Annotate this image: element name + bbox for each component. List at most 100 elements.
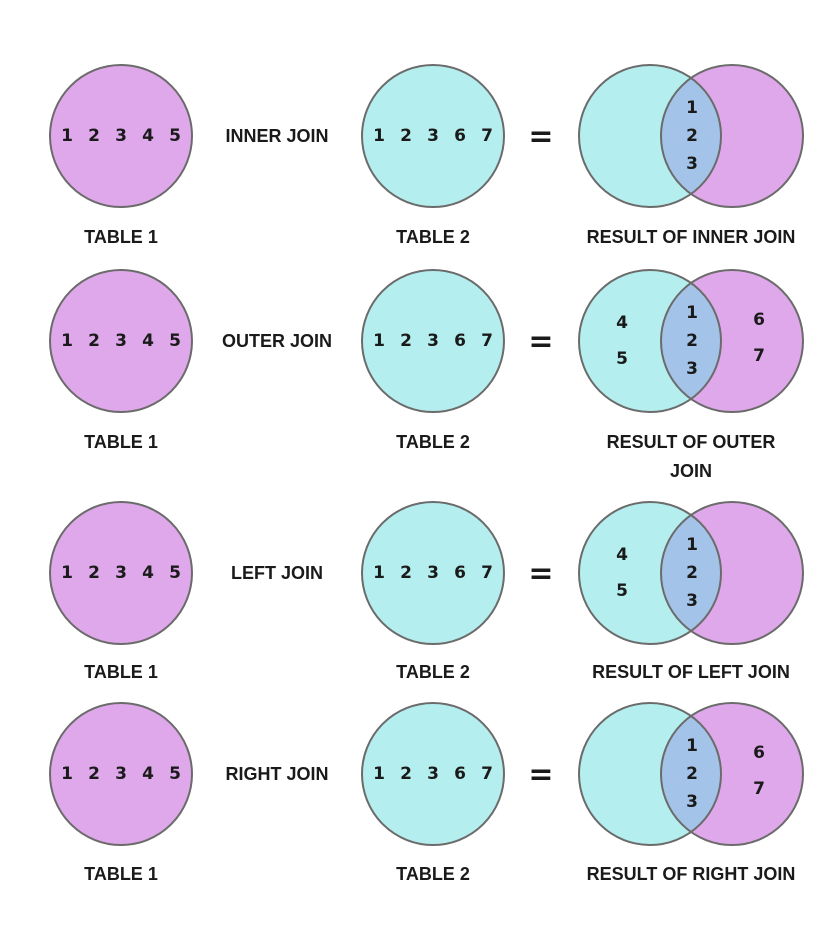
table2-value: 7 bbox=[481, 331, 493, 351]
equals-sign: = bbox=[528, 325, 553, 360]
join-type-label: LEFT JOIN bbox=[231, 563, 323, 583]
table2-label: TABLE 2 bbox=[396, 432, 470, 452]
result-overlap-value: 3 bbox=[686, 792, 698, 812]
table2-value: 3 bbox=[427, 563, 439, 583]
result-right-value: 7 bbox=[753, 779, 765, 799]
result-overlap-value: 3 bbox=[686, 154, 698, 174]
result-label: JOIN bbox=[670, 461, 712, 481]
table2-value: 7 bbox=[481, 764, 493, 784]
table2-value: 3 bbox=[427, 126, 439, 146]
table1-circle bbox=[49, 702, 193, 846]
table2-value: 3 bbox=[427, 764, 439, 784]
result-left-value: 4 bbox=[616, 545, 628, 565]
table2-circle bbox=[361, 64, 505, 208]
table1-value: 1 bbox=[61, 331, 73, 351]
result-overlap-value: 1 bbox=[686, 303, 698, 323]
result-overlap-region bbox=[661, 502, 721, 644]
table1-value: 3 bbox=[115, 764, 127, 784]
result-right-outline bbox=[660, 702, 804, 846]
result-right-value: 6 bbox=[753, 743, 765, 763]
table2-value: 1 bbox=[373, 563, 385, 583]
table2-value: 2 bbox=[400, 764, 412, 784]
result-overlap-value: 3 bbox=[686, 591, 698, 611]
table1-value: 4 bbox=[142, 563, 154, 583]
table2-value: 1 bbox=[373, 764, 385, 784]
table1-value: 3 bbox=[115, 331, 127, 351]
table1-circle bbox=[49, 269, 193, 413]
result-overlap-value: 2 bbox=[686, 331, 698, 351]
table2-value: 7 bbox=[481, 126, 493, 146]
table2-label: TABLE 2 bbox=[396, 227, 470, 247]
table2-value: 2 bbox=[400, 126, 412, 146]
table2-label: TABLE 2 bbox=[396, 662, 470, 682]
result-overlap-value: 2 bbox=[686, 764, 698, 784]
result-overlap-region bbox=[661, 65, 721, 207]
result-right-outline bbox=[660, 64, 804, 208]
result-label: RESULT OF INNER JOIN bbox=[587, 227, 796, 247]
result-overlap-region bbox=[661, 703, 721, 845]
result-left-value: 5 bbox=[616, 581, 628, 601]
table1-value: 3 bbox=[115, 126, 127, 146]
table2-value: 6 bbox=[454, 764, 466, 784]
table2-value: 1 bbox=[373, 126, 385, 146]
join-type-label: RIGHT JOIN bbox=[225, 764, 328, 784]
table1-value: 3 bbox=[115, 563, 127, 583]
table1-value: 2 bbox=[88, 126, 100, 146]
equals-sign: = bbox=[528, 758, 553, 793]
result-overlap-value: 3 bbox=[686, 359, 698, 379]
result-left-outline bbox=[578, 64, 722, 208]
table2-circle bbox=[361, 702, 505, 846]
table1-value: 1 bbox=[61, 563, 73, 583]
table1-circle bbox=[49, 501, 193, 645]
equals-sign: = bbox=[528, 557, 553, 592]
result-overlap-value: 2 bbox=[686, 126, 698, 146]
table1-value: 5 bbox=[169, 331, 181, 351]
table1-label: TABLE 1 bbox=[84, 662, 158, 682]
table2-label: TABLE 2 bbox=[396, 864, 470, 884]
table1-value: 1 bbox=[61, 764, 73, 784]
result-left-outline bbox=[578, 702, 722, 846]
result-overlap-value: 1 bbox=[686, 535, 698, 555]
result-label: RESULT OF OUTER bbox=[607, 432, 776, 452]
result-label: RESULT OF RIGHT JOIN bbox=[587, 864, 796, 884]
result-label: RESULT OF LEFT JOIN bbox=[592, 662, 790, 682]
table2-value: 1 bbox=[373, 331, 385, 351]
table2-circle bbox=[361, 269, 505, 413]
table1-value: 2 bbox=[88, 331, 100, 351]
table2-value: 2 bbox=[400, 563, 412, 583]
result-overlap-value: 2 bbox=[686, 563, 698, 583]
result-right-outline bbox=[660, 501, 804, 645]
equals-sign: = bbox=[528, 120, 553, 155]
table1-value: 5 bbox=[169, 764, 181, 784]
table2-value: 6 bbox=[454, 126, 466, 146]
join-type-label: INNER JOIN bbox=[225, 126, 328, 146]
table2-value: 6 bbox=[454, 563, 466, 583]
result-left-value: 4 bbox=[616, 313, 628, 333]
table1-label: TABLE 1 bbox=[84, 864, 158, 884]
result-overlap-region bbox=[661, 270, 721, 412]
result-left-outline bbox=[578, 501, 722, 645]
result-left-outline bbox=[578, 269, 722, 413]
result-left-value: 5 bbox=[616, 349, 628, 369]
table1-value: 5 bbox=[169, 126, 181, 146]
table1-circle bbox=[49, 64, 193, 208]
table2-value: 3 bbox=[427, 331, 439, 351]
table1-value: 2 bbox=[88, 563, 100, 583]
join-type-label: OUTER JOIN bbox=[222, 331, 332, 351]
table2-value: 6 bbox=[454, 331, 466, 351]
table1-value: 4 bbox=[142, 331, 154, 351]
result-right-value: 7 bbox=[753, 346, 765, 366]
table1-value: 4 bbox=[142, 764, 154, 784]
table2-circle bbox=[361, 501, 505, 645]
table1-label: TABLE 1 bbox=[84, 227, 158, 247]
table2-value: 2 bbox=[400, 331, 412, 351]
table1-value: 4 bbox=[142, 126, 154, 146]
table1-label: TABLE 1 bbox=[84, 432, 158, 452]
result-right-value: 6 bbox=[753, 310, 765, 330]
